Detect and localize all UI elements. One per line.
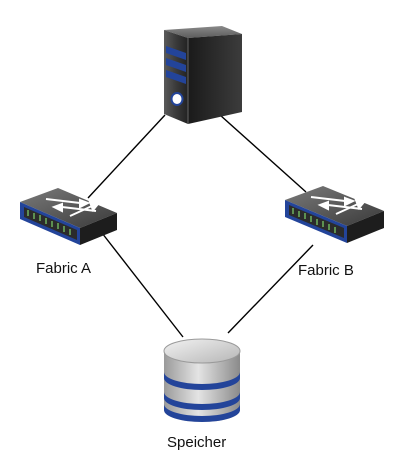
fabric-b-switch-icon [285, 186, 384, 243]
link-fabric-b-storage [227, 244, 314, 334]
connection-lines [87, 114, 314, 338]
fabric-a-label: Fabric A [36, 260, 91, 277]
storage-database-icon [163, 338, 241, 422]
server-tower-icon [164, 26, 242, 124]
link-fabric-a-storage [101, 232, 184, 338]
link-server-fabric-b [219, 114, 307, 193]
fabric-a-switch-icon [20, 188, 117, 245]
link-server-fabric-a [87, 114, 166, 199]
fabric-b-label: Fabric B [298, 262, 354, 279]
storage-label: Speicher [167, 434, 226, 451]
